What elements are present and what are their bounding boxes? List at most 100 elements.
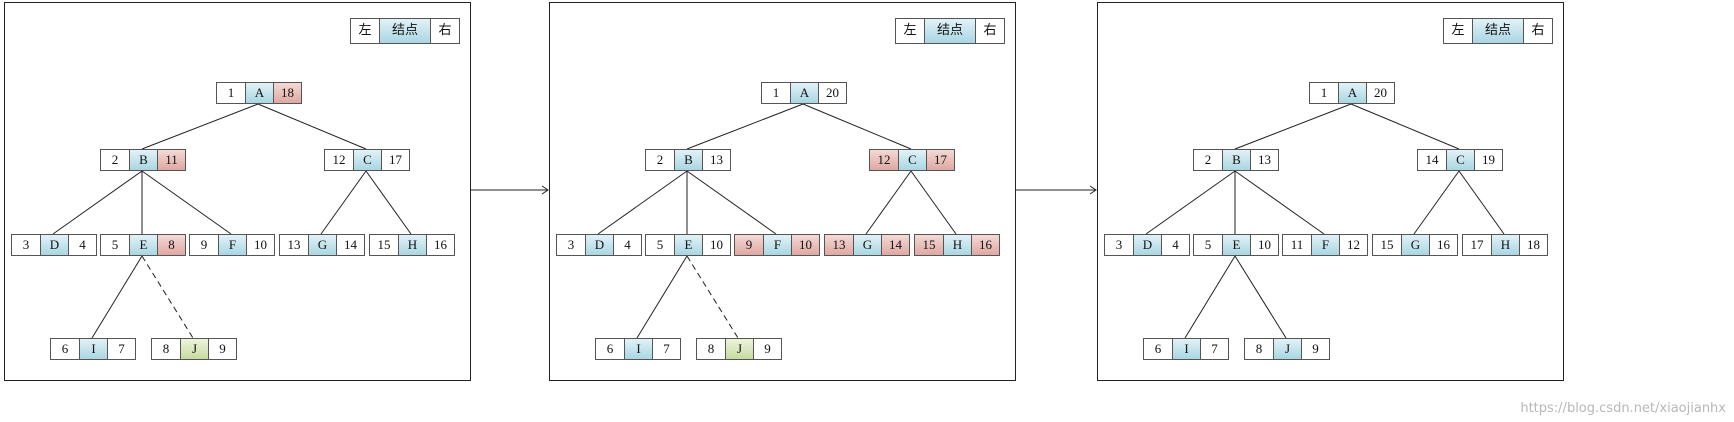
edge-A-C: [257, 103, 367, 150]
edge-C-H: [910, 170, 957, 235]
node-right-value: 4: [613, 235, 641, 255]
node-right-value: 18: [1519, 235, 1547, 255]
node-label: C: [353, 150, 381, 170]
node-left-value: 6: [606, 341, 614, 356]
edge-A-B: [141, 103, 259, 150]
node-label: J: [180, 339, 208, 359]
edge-B-F: [1234, 170, 1325, 235]
legend-right-label: 右: [430, 19, 459, 43]
edge-E-J: [141, 255, 194, 339]
node-label: D: [40, 235, 68, 255]
transition-arrow-1: [471, 185, 549, 195]
legend: 左结点右: [350, 18, 460, 44]
edge-E-I: [1184, 255, 1236, 339]
node-left-value: 8: [707, 341, 715, 356]
node-label: G: [853, 235, 881, 255]
node-right-value: 14: [881, 235, 909, 255]
node-left-value: 3: [567, 237, 575, 252]
tree-edges: [52, 103, 412, 339]
edge-B-F: [141, 170, 232, 235]
transition-arrow-2: [1016, 185, 1097, 195]
edge-A-C: [1350, 103, 1460, 150]
edge-A-C: [802, 103, 912, 150]
edge-B-D: [1145, 170, 1236, 235]
edge-C-G: [320, 170, 367, 235]
node-label: H: [943, 235, 971, 255]
node-right-value: 10: [702, 235, 730, 255]
node-right-value: 18: [273, 83, 301, 103]
edge-E-J: [1234, 255, 1287, 339]
node-right-value: 9: [1301, 339, 1329, 359]
legend-right-label: 右: [975, 19, 1004, 43]
node-right-value: 10: [246, 235, 274, 255]
node-right-value: 10: [1250, 235, 1278, 255]
node-label: H: [398, 235, 426, 255]
edge-B-F: [686, 170, 777, 235]
node-label: H: [1491, 235, 1519, 255]
edge-C-G: [865, 170, 912, 235]
node-right-value: 17: [926, 150, 954, 170]
edge-A-B: [686, 103, 804, 150]
node-right-value: 16: [1429, 235, 1457, 255]
node-left-value: 13: [825, 235, 853, 255]
node-right-value: 9: [753, 339, 781, 359]
tree-edges: [597, 103, 957, 339]
node-label: D: [585, 235, 613, 255]
node-left-value: 12: [332, 152, 346, 167]
edge-C-H: [365, 170, 412, 235]
node-label: I: [79, 339, 107, 359]
node-label: G: [1401, 235, 1429, 255]
node-label: E: [674, 235, 702, 255]
node-right-value: 10: [791, 235, 819, 255]
edge-E-I: [636, 255, 688, 339]
node-left-value: 15: [915, 235, 943, 255]
legend-left-label: 左: [1451, 23, 1465, 38]
node-right-value: 4: [68, 235, 96, 255]
node-label: E: [1222, 235, 1250, 255]
node-left-value: 9: [735, 235, 763, 255]
node-label: G: [308, 235, 336, 255]
node-label: I: [624, 339, 652, 359]
node-right-value: 16: [426, 235, 454, 255]
watermark-text: https://blog.csdn.net/xiaojianhx: [1520, 401, 1726, 416]
node-left-value: 6: [1154, 341, 1162, 356]
node-left-value: 8: [1255, 341, 1263, 356]
tree-edges: [1145, 103, 1505, 339]
edge-E-I: [91, 255, 143, 339]
node-left-value: 12: [870, 150, 898, 170]
node-left-value: 13: [287, 237, 301, 252]
legend-node-label: 结点: [1472, 19, 1523, 43]
node-label: F: [763, 235, 791, 255]
node-right-value: 11: [157, 150, 185, 170]
node-label: J: [725, 339, 753, 359]
node-right-value: 13: [1250, 150, 1278, 170]
legend: 左结点右: [1443, 18, 1553, 44]
node-label: E: [129, 235, 157, 255]
node-right-value: 8: [157, 235, 185, 255]
